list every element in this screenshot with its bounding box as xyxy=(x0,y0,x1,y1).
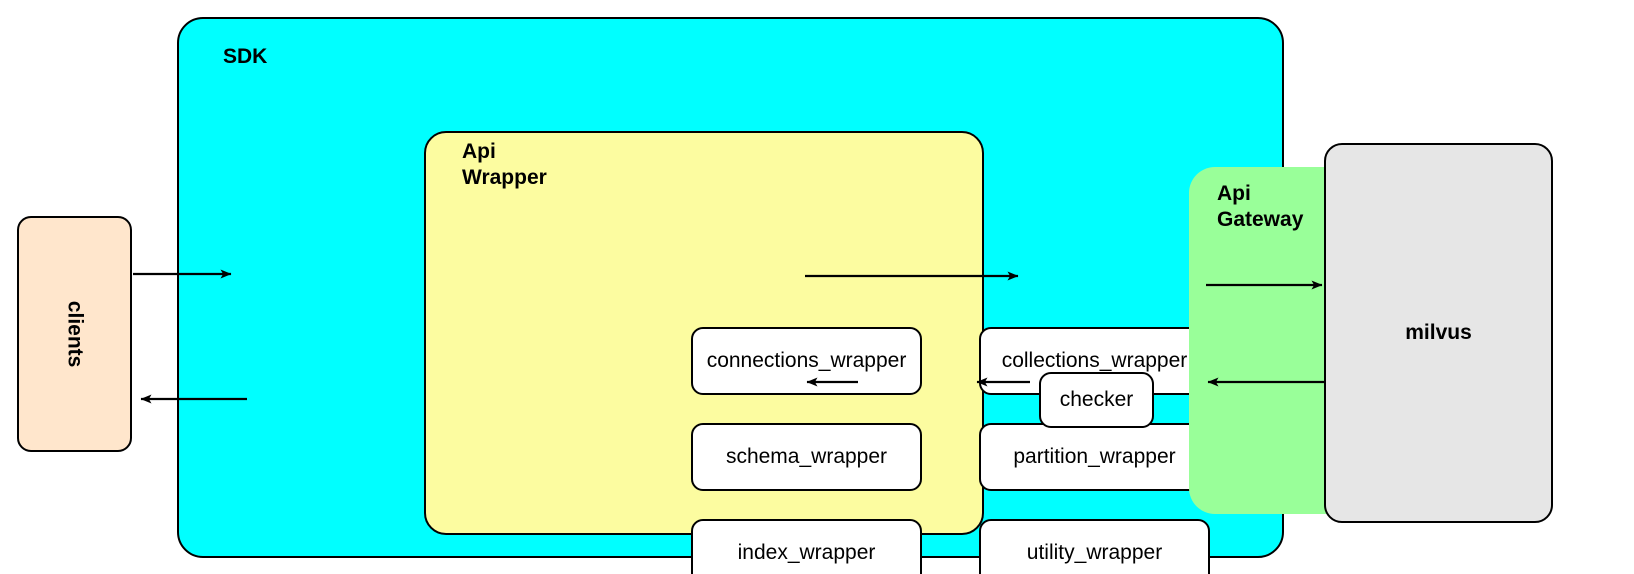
sdk-label: SDK xyxy=(223,45,268,68)
wrapper-box-index-label: index_wrapper xyxy=(737,540,876,564)
wrapper-box-connections[interactable]: connections_wrapper xyxy=(691,327,922,395)
api-wrapper-label: Api Wrapper xyxy=(462,139,547,192)
checker-box[interactable]: checker xyxy=(1039,372,1154,428)
api-gateway-label: Api Gateway xyxy=(1217,181,1303,234)
api-gateway-label-line2: Gateway xyxy=(1217,208,1304,232)
wrapper-box-collections-label: collections_wrapper xyxy=(1001,348,1188,372)
wrapper-box-partition-label: partition_wrapper xyxy=(1013,444,1176,468)
wrapper-box-connections-label: connections_wrapper xyxy=(706,348,907,372)
api-wrapper-container[interactable]: Api Wrapper connections_wrapper collecti… xyxy=(424,131,1210,574)
wrapper-box-partition[interactable]: partition_wrapper xyxy=(979,423,1210,491)
wrapper-box-index[interactable]: index_wrapper xyxy=(691,519,922,574)
wrapper-box-schema-label: schema_wrapper xyxy=(725,444,888,468)
milvus-label: milvus xyxy=(1405,320,1472,344)
sdk-container[interactable]: SDK Api Wrapper connections_wrapper coll… xyxy=(177,17,1417,574)
wrapper-box-utility-label: utility_wrapper xyxy=(1026,540,1163,564)
api-wrapper-label-line2: Wrapper xyxy=(462,166,547,190)
wrapper-box-utility[interactable]: utility_wrapper xyxy=(979,519,1210,574)
checker-label: checker xyxy=(1059,387,1134,411)
api-wrapper-label-line1: Api xyxy=(462,140,496,163)
wrapper-box-schema[interactable]: schema_wrapper xyxy=(691,423,922,491)
clients-label: clients xyxy=(63,300,87,368)
clients-box[interactable]: clients xyxy=(17,216,132,452)
api-gateway-label-line1: Api xyxy=(1217,182,1251,205)
milvus-box[interactable]: milvus xyxy=(1324,143,1553,523)
